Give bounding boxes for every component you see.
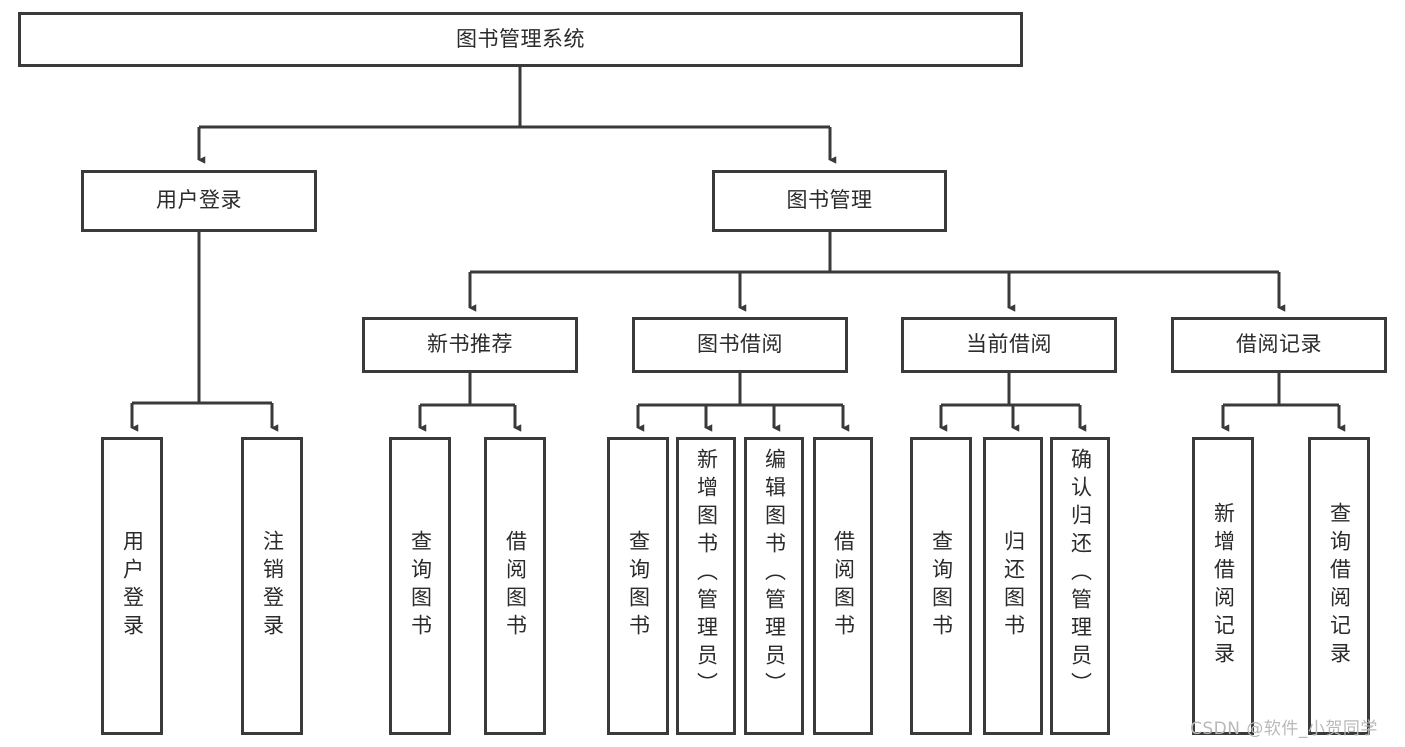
node-leaf-confirm-return[interactable]: 确认归还（管理员） <box>1050 437 1110 735</box>
node-user-login[interactable]: 用户登录 <box>81 170 317 232</box>
node-leaf-confirm-return-label: 确认归还（管理员） <box>1068 448 1093 700</box>
node-book-borrow[interactable]: 图书借阅 <box>632 317 848 373</box>
node-leaf-add-record[interactable]: 新增借阅记录 <box>1192 437 1254 735</box>
node-leaf-query-book-2[interactable]: 查询图书 <box>607 437 669 735</box>
node-leaf-query-record-label: 查询借阅记录 <box>1327 502 1352 670</box>
node-leaf-query-book-3-label: 查询图书 <box>929 530 954 642</box>
node-leaf-edit-book-label: 编辑图书（管理员） <box>762 448 787 700</box>
node-leaf-query-book-1[interactable]: 查询图书 <box>389 437 451 735</box>
csdn-watermark: CSDN @软件_小贺同学 <box>1190 719 1378 739</box>
node-root-label: 图书管理系统 <box>456 26 585 51</box>
node-leaf-user-login[interactable]: 用户登录 <box>101 437 163 735</box>
node-leaf-return-book[interactable]: 归还图书 <box>983 437 1043 735</box>
node-leaf-edit-book[interactable]: 编辑图书（管理员） <box>744 437 804 735</box>
node-leaf-logout-login-label: 注销登录 <box>260 530 285 642</box>
node-leaf-add-book-label: 新增图书（管理员） <box>694 448 719 700</box>
node-leaf-query-book-2-label: 查询图书 <box>626 530 651 642</box>
node-borrow-record[interactable]: 借阅记录 <box>1171 317 1387 373</box>
node-book-borrow-label: 图书借阅 <box>697 332 783 357</box>
node-root[interactable]: 图书管理系统 <box>18 12 1023 67</box>
node-book-manage-label: 图书管理 <box>786 188 873 213</box>
node-leaf-borrow-book-2[interactable]: 借阅图书 <box>813 437 873 735</box>
node-leaf-add-record-label: 新增借阅记录 <box>1211 502 1236 670</box>
node-user-login-label: 用户登录 <box>156 188 242 213</box>
node-current-borrow-label: 当前借阅 <box>966 332 1052 357</box>
node-leaf-query-book-3[interactable]: 查询图书 <box>910 437 972 735</box>
node-leaf-borrow-book-1-label: 借阅图书 <box>503 530 528 642</box>
node-leaf-add-book[interactable]: 新增图书（管理员） <box>676 437 736 735</box>
node-leaf-user-login-label: 用户登录 <box>120 530 145 642</box>
node-borrow-record-label: 借阅记录 <box>1236 332 1322 357</box>
node-new-book-recommend-label: 新书推荐 <box>427 332 513 357</box>
node-leaf-logout-login[interactable]: 注销登录 <box>241 437 303 735</box>
node-leaf-return-book-label: 归还图书 <box>1001 530 1026 642</box>
node-current-borrow[interactable]: 当前借阅 <box>901 317 1117 373</box>
node-leaf-query-book-1-label: 查询图书 <box>408 530 433 642</box>
node-leaf-borrow-book-2-label: 借阅图书 <box>831 530 856 642</box>
node-leaf-query-record[interactable]: 查询借阅记录 <box>1308 437 1370 735</box>
connector-edges <box>130 67 1346 432</box>
node-leaf-borrow-book-1[interactable]: 借阅图书 <box>484 437 546 735</box>
node-new-book-recommend[interactable]: 新书推荐 <box>362 317 578 373</box>
node-book-manage[interactable]: 图书管理 <box>712 170 947 232</box>
